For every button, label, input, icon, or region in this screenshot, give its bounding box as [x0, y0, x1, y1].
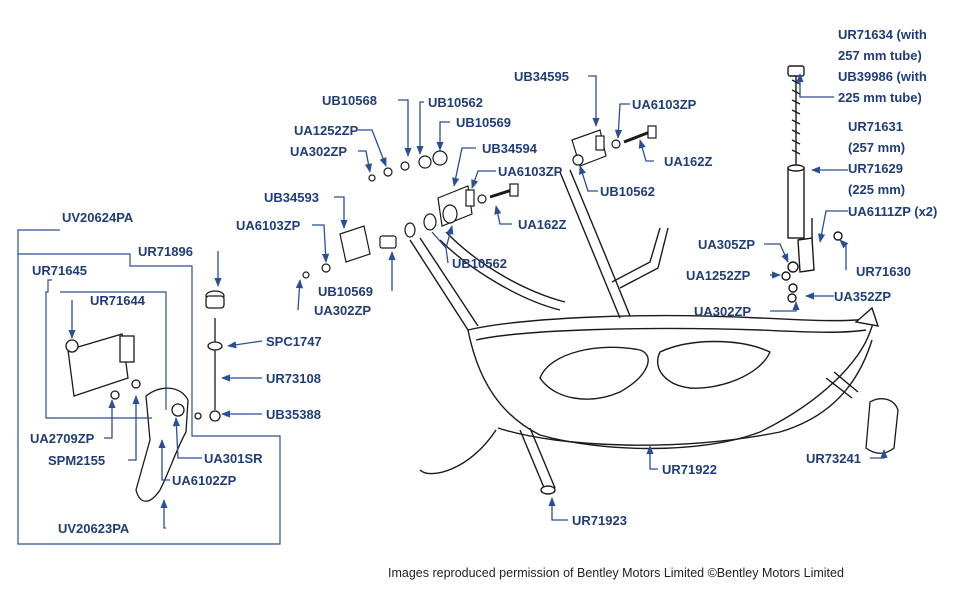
- label-ua352zp: UA352ZP: [834, 289, 892, 304]
- top-brackets: [302, 125, 657, 279]
- copyright-credit: Images reproduced permission of Bentley …: [388, 566, 844, 580]
- label-ua1252zp-right: UA1252ZP: [686, 268, 751, 283]
- label-ur71922: UR71922: [662, 462, 717, 477]
- label-ur71630: UR71630: [856, 264, 911, 279]
- label-ur71644: UR71644: [90, 293, 145, 308]
- label-ur71923: UR71923: [572, 513, 627, 528]
- label-spm2155: SPM2155: [48, 453, 106, 468]
- label-ua301sr: UA301SR: [204, 451, 263, 466]
- label-ur71629: UR71629 (225 mm): [848, 161, 906, 197]
- label-ua302zp-right: UA302ZP: [694, 304, 752, 319]
- label-ua1252zp: UA1252ZP: [294, 123, 359, 138]
- label-ua302zp-top: UA302ZP: [290, 144, 348, 159]
- leader-lines: [68, 73, 888, 529]
- label-ua6102zp: UA6102ZP: [172, 473, 237, 488]
- label-ub10568: UB10568: [322, 93, 377, 108]
- label-ua162z-top: UA162Z: [664, 154, 713, 169]
- label-ub10562-mid: UB10562: [428, 95, 483, 110]
- group-boxes: [17, 229, 281, 545]
- label-ua6103zp-mid: UA6103ZP: [498, 164, 563, 179]
- label-ub34595: UB34595: [514, 69, 569, 84]
- label-ub35388: UB35388: [266, 407, 321, 422]
- label-ua6103zp-left: UA6103ZP: [236, 218, 301, 233]
- label-ua302zp-low: UA302ZP: [314, 303, 372, 318]
- label-ua6103zp-top: UA6103ZP: [632, 97, 697, 112]
- label-ur71896: UR71896: [138, 244, 193, 259]
- label-ub34594: UB34594: [482, 141, 537, 156]
- label-ub10562-top: UB10562: [600, 184, 655, 199]
- label-ur73108: UR73108: [266, 371, 321, 386]
- adjuster-assembly: [781, 65, 880, 327]
- label-ua305zp: UA305ZP: [698, 237, 756, 252]
- label-ur71645: UR71645: [32, 263, 87, 278]
- label-ub10569-top: UB10569: [456, 115, 511, 130]
- seat-pan: [467, 314, 876, 450]
- label-spc1747: SPC1747: [266, 334, 322, 349]
- label-uv20623pa: UV20623PA: [58, 521, 130, 536]
- label-ur71631: UR71631 (257 mm): [848, 119, 906, 155]
- label-ub10569-low: UB10569: [318, 284, 373, 299]
- label-ub34593: UB34593: [264, 190, 319, 205]
- label-ua6111zp: UA6111ZP (x2): [848, 204, 938, 219]
- label-uv20624pa: UV20624PA: [62, 210, 134, 225]
- label-ub10562-low: UB10562: [452, 256, 507, 271]
- label-ur71634-ub39986: UR71634 (with 257 mm tube) UB39986 (with…: [838, 27, 927, 105]
- label-ua162z-mid: UA162Z: [518, 217, 567, 232]
- label-ua2709zp: UA2709ZP: [30, 431, 95, 446]
- label-ur73241: UR73241: [806, 451, 861, 466]
